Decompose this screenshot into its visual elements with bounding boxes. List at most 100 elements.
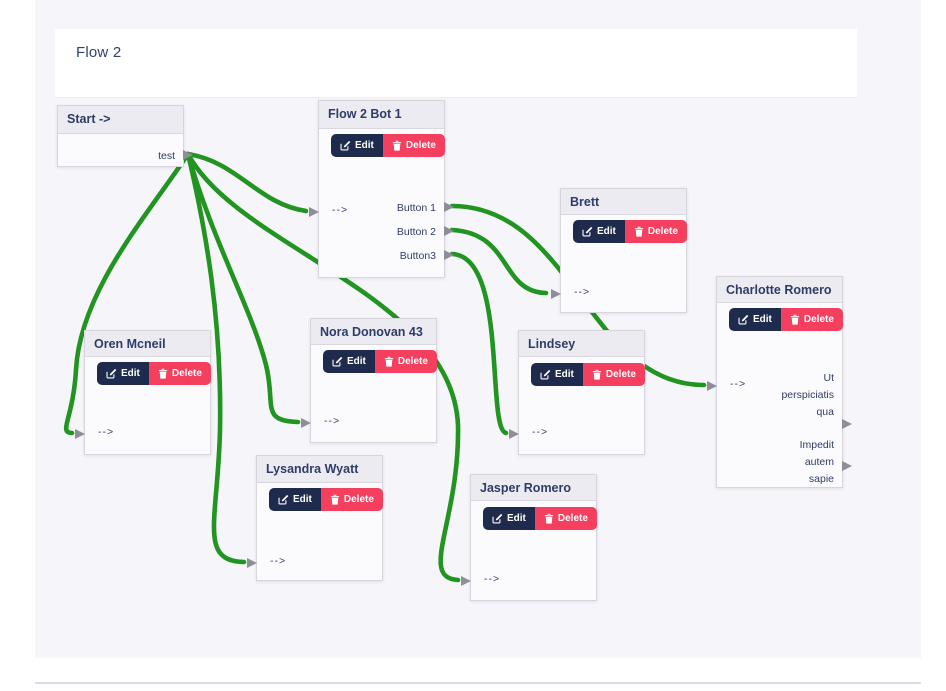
pencil-square-icon bbox=[106, 368, 117, 379]
trash-icon bbox=[384, 356, 394, 367]
node-title: Jasper Romero bbox=[471, 475, 596, 501]
input-port[interactable]: --> bbox=[461, 573, 501, 586]
edit-button[interactable]: Edit bbox=[331, 134, 383, 157]
delete-button[interactable]: Delete bbox=[382, 134, 445, 157]
output-port-label: Button 1 bbox=[396, 202, 436, 214]
node-title: Flow 2 Bot 1 bbox=[319, 101, 444, 129]
pencil-square-icon bbox=[492, 513, 503, 524]
pencil-square-icon bbox=[278, 494, 289, 505]
triangle-right-icon bbox=[301, 418, 311, 428]
connection-flow-2-bot-1-button-2-to-brett[interactable] bbox=[449, 227, 549, 296]
delete-button-label: Delete bbox=[171, 368, 202, 379]
trash-icon bbox=[634, 226, 644, 237]
edit-button-label: Edit bbox=[555, 369, 574, 380]
input-port-label: --> bbox=[730, 378, 747, 390]
output-port-label: Button 2 bbox=[396, 226, 436, 238]
triangle-right-icon bbox=[842, 419, 852, 429]
output-port-impedit-autem-sapie[interactable]: Impedit autem sapie bbox=[780, 437, 852, 488]
edit-button-label: Edit bbox=[753, 314, 772, 325]
delete-button-label: Delete bbox=[343, 494, 374, 505]
input-port[interactable]: --> bbox=[301, 415, 340, 428]
edit-button[interactable]: Edit bbox=[97, 362, 149, 385]
delete-button-label: Delete bbox=[647, 226, 678, 237]
delete-button[interactable]: Delete bbox=[582, 363, 645, 386]
pencil-square-icon bbox=[332, 356, 343, 367]
trash-icon bbox=[790, 314, 800, 325]
node-actions: Edit Delete bbox=[269, 488, 383, 511]
output-port-ut-perspiciatis-qua[interactable]: Ut perspiciatis qua bbox=[780, 370, 852, 429]
triangle-right-icon bbox=[707, 381, 717, 391]
input-port[interactable]: --> bbox=[509, 426, 548, 439]
triangle-right-icon bbox=[461, 576, 471, 586]
trash-icon bbox=[330, 494, 340, 505]
flow-node-flow-2-bot-1[interactable]: Flow 2 Bot 1 Edit Delete --> Button 1 Button … bbox=[309, 100, 454, 278]
input-port[interactable]: --> bbox=[75, 426, 115, 439]
input-port[interactable]: --> bbox=[309, 204, 348, 217]
triangle-right-icon bbox=[183, 150, 193, 160]
output-port-button3[interactable]: Button3 bbox=[399, 246, 454, 265]
connection-start-test-to-lysandra-wyatt[interactable] bbox=[185, 151, 247, 565]
flow-node-nora-donovan-43[interactable]: Nora Donovan 43 Edit Delete --> bbox=[301, 318, 437, 443]
edit-button[interactable]: Edit bbox=[269, 488, 321, 511]
triangle-right-icon bbox=[509, 429, 519, 439]
delete-button[interactable]: Delete bbox=[148, 362, 211, 385]
input-port[interactable]: --> bbox=[551, 286, 591, 299]
edit-button[interactable]: Edit bbox=[531, 363, 583, 386]
triangle-right-icon bbox=[444, 250, 454, 260]
input-port-label: --> bbox=[574, 286, 591, 298]
output-port-button-1[interactable]: Button 1 bbox=[396, 198, 454, 217]
triangle-right-icon bbox=[309, 207, 319, 217]
output-port-label: Ut perspiciatis qua bbox=[781, 372, 834, 418]
delete-button-label: Delete bbox=[397, 356, 428, 367]
node-title: Lysandra Wyatt bbox=[257, 456, 382, 483]
delete-button[interactable]: Delete bbox=[320, 488, 383, 511]
delete-button[interactable]: Delete bbox=[374, 350, 437, 373]
node-title: Nora Donovan 43 bbox=[311, 319, 436, 345]
delete-button[interactable]: Delete bbox=[780, 308, 843, 331]
trash-icon bbox=[592, 369, 602, 380]
delete-button-label: Delete bbox=[803, 314, 834, 325]
delete-button-label: Delete bbox=[405, 140, 436, 151]
output-port-button-2[interactable]: Button 2 bbox=[396, 222, 454, 241]
connection-flow-2-bot-1-button3-to-lindsey[interactable] bbox=[449, 251, 509, 436]
pencil-square-icon bbox=[340, 140, 351, 151]
pencil-square-icon bbox=[540, 369, 551, 380]
connection-start-test-to-oren-mcneil[interactable] bbox=[63, 151, 191, 436]
edit-button-label: Edit bbox=[507, 513, 526, 524]
output-port-label: Button3 bbox=[399, 250, 436, 262]
edit-button[interactable]: Edit bbox=[729, 308, 781, 331]
edit-button[interactable]: Edit bbox=[483, 507, 535, 530]
delete-button-label: Delete bbox=[557, 513, 588, 524]
node-actions: Edit Delete bbox=[323, 350, 437, 373]
page-divider bbox=[35, 682, 921, 684]
connection-start-test-to-jasper-romero[interactable] bbox=[185, 151, 461, 583]
flow-title-card: Flow 2 bbox=[55, 29, 857, 98]
trash-icon bbox=[392, 140, 402, 151]
edit-button[interactable]: Edit bbox=[323, 350, 375, 373]
connection-start-test-to-flow-2-bot-1[interactable] bbox=[185, 151, 309, 214]
input-port-label: --> bbox=[98, 426, 115, 438]
flow-node-start[interactable]: Start -> test bbox=[57, 105, 193, 167]
delete-button[interactable]: Delete bbox=[534, 507, 597, 530]
node-title: Lindsey bbox=[519, 331, 644, 357]
delete-button-label: Delete bbox=[605, 369, 636, 380]
delete-button[interactable]: Delete bbox=[624, 220, 687, 243]
trash-icon bbox=[158, 368, 168, 379]
input-port-label: --> bbox=[484, 573, 501, 585]
edit-button[interactable]: Edit bbox=[573, 220, 625, 243]
input-port[interactable]: --> bbox=[247, 555, 286, 568]
edit-button-label: Edit bbox=[293, 494, 312, 505]
triangle-right-icon bbox=[842, 461, 852, 471]
connection-start-test-to-nora-donovan-43[interactable] bbox=[185, 151, 301, 425]
output-port-test[interactable]: test bbox=[158, 146, 193, 165]
trash-icon bbox=[544, 513, 554, 524]
input-port[interactable]: --> bbox=[707, 378, 747, 391]
node-title: Start -> bbox=[58, 106, 183, 134]
